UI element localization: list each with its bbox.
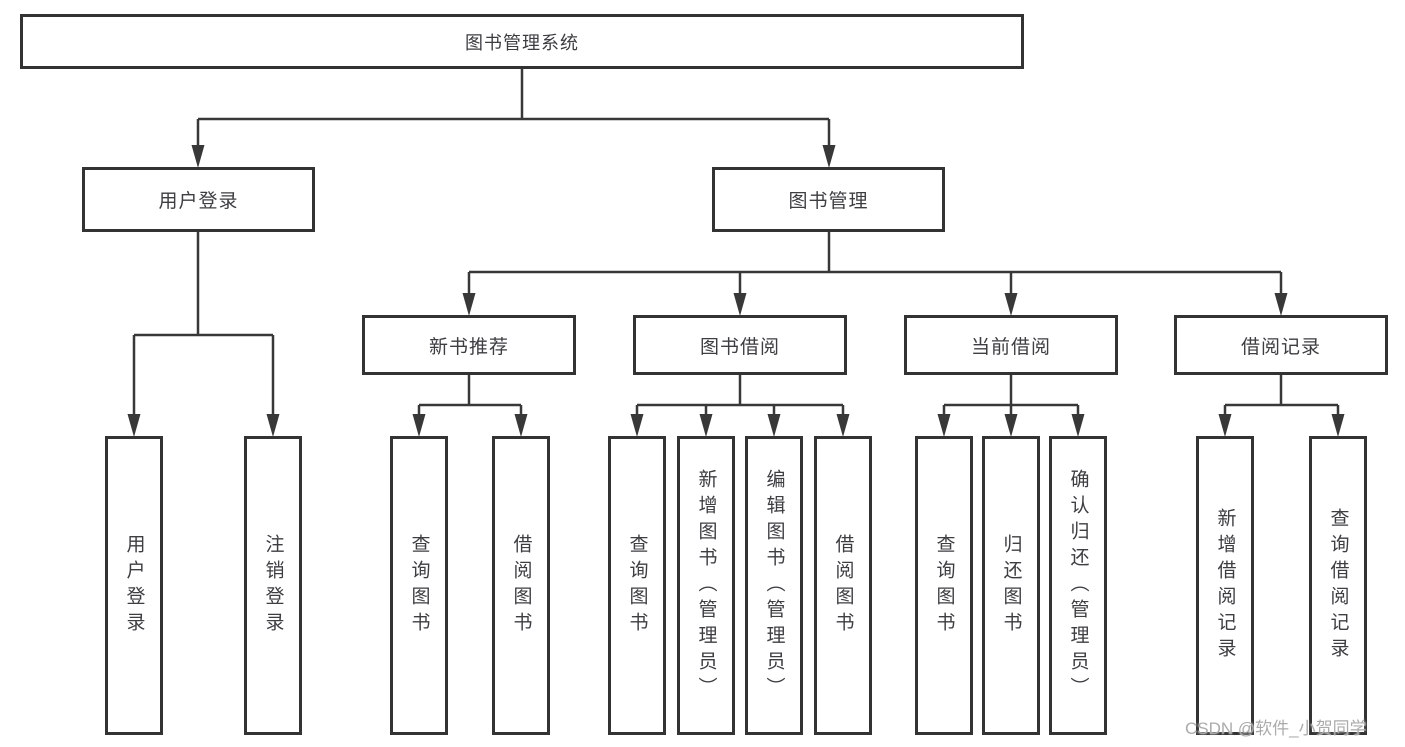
leaf-query-books-borrowing: 查询图书 (608, 436, 666, 735)
node-user-login-branch: 用户登录 (82, 167, 315, 232)
node-library-management-system: 图书管理系统 (20, 14, 1024, 69)
leaf-query-borrow-record: 查询借阅记录 (1309, 436, 1367, 735)
leaf-return-books: 归还图书 (982, 436, 1040, 735)
leaf-query-books-current: 查询图书 (915, 436, 973, 735)
leaf-confirm-return-admin: 确认归还（管理员） (1049, 436, 1107, 735)
node-new-book-recommendation: 新书推荐 (362, 315, 576, 375)
leaf-borrow-books: 借阅图书 (814, 436, 872, 735)
leaf-user-login: 用户登录 (105, 436, 163, 735)
csdn-watermark: CSDN @软件_小贺同学 (1185, 719, 1367, 738)
node-current-borrowing: 当前借阅 (904, 315, 1118, 375)
node-borrowing-records: 借阅记录 (1174, 315, 1388, 375)
leaf-edit-books-admin: 编辑图书（管理员） (745, 436, 803, 735)
leaf-borrow-books-recommend: 借阅图书 (492, 436, 550, 735)
leaf-add-books-admin: 新增图书（管理员） (677, 436, 735, 735)
leaf-query-books-recommend: 查询图书 (390, 436, 448, 735)
leaf-logout: 注销登录 (244, 436, 302, 735)
node-book-borrowing: 图书借阅 (633, 315, 847, 375)
node-book-management-branch: 图书管理 (712, 167, 945, 232)
leaf-add-borrow-record: 新增借阅记录 (1196, 436, 1254, 735)
